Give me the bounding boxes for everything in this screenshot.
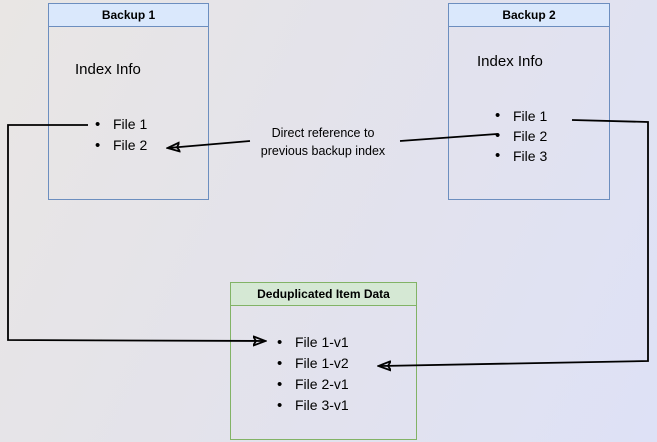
backup2-header: Backup 2 xyxy=(449,4,609,27)
direct-reference-label: Direct reference to previous backup inde… xyxy=(243,124,403,160)
list-item: File 1 xyxy=(495,106,547,126)
backup1-title: Backup 1 xyxy=(101,8,156,22)
dedup-title: Deduplicated Item Data xyxy=(257,287,390,301)
list-item: File 1-v2 xyxy=(277,353,349,374)
backup1-header: Backup 1 xyxy=(49,4,208,27)
backup1-file-list: File 1 File 2 xyxy=(95,114,147,156)
list-item: File 2 xyxy=(95,135,147,156)
list-item: File 1 xyxy=(95,114,147,135)
list-item: File 2-v1 xyxy=(277,374,349,395)
direct-reference-label-line2: previous backup index xyxy=(260,144,386,158)
dedup-file-list: File 1-v1 File 1-v2 File 2-v1 File 3-v1 xyxy=(277,332,349,416)
dedup-node: Deduplicated Item Data xyxy=(230,282,417,440)
backup2-index-info-label: Index Info xyxy=(477,53,543,70)
backup2-title: Backup 2 xyxy=(502,8,556,22)
dedup-header: Deduplicated Item Data xyxy=(231,283,416,306)
backup1-node: Backup 1 xyxy=(48,3,209,200)
direct-reference-label-line1: Direct reference to xyxy=(271,126,375,140)
backup2-file-list: File 1 File 2 File 3 xyxy=(495,106,547,166)
list-item: File 1-v1 xyxy=(277,332,349,353)
list-item: File 3-v1 xyxy=(277,395,349,416)
backup2-node: Backup 2 xyxy=(448,3,610,200)
list-item: File 2 xyxy=(495,126,547,146)
list-item: File 3 xyxy=(495,146,547,166)
backup1-index-info-label: Index Info xyxy=(75,61,141,78)
